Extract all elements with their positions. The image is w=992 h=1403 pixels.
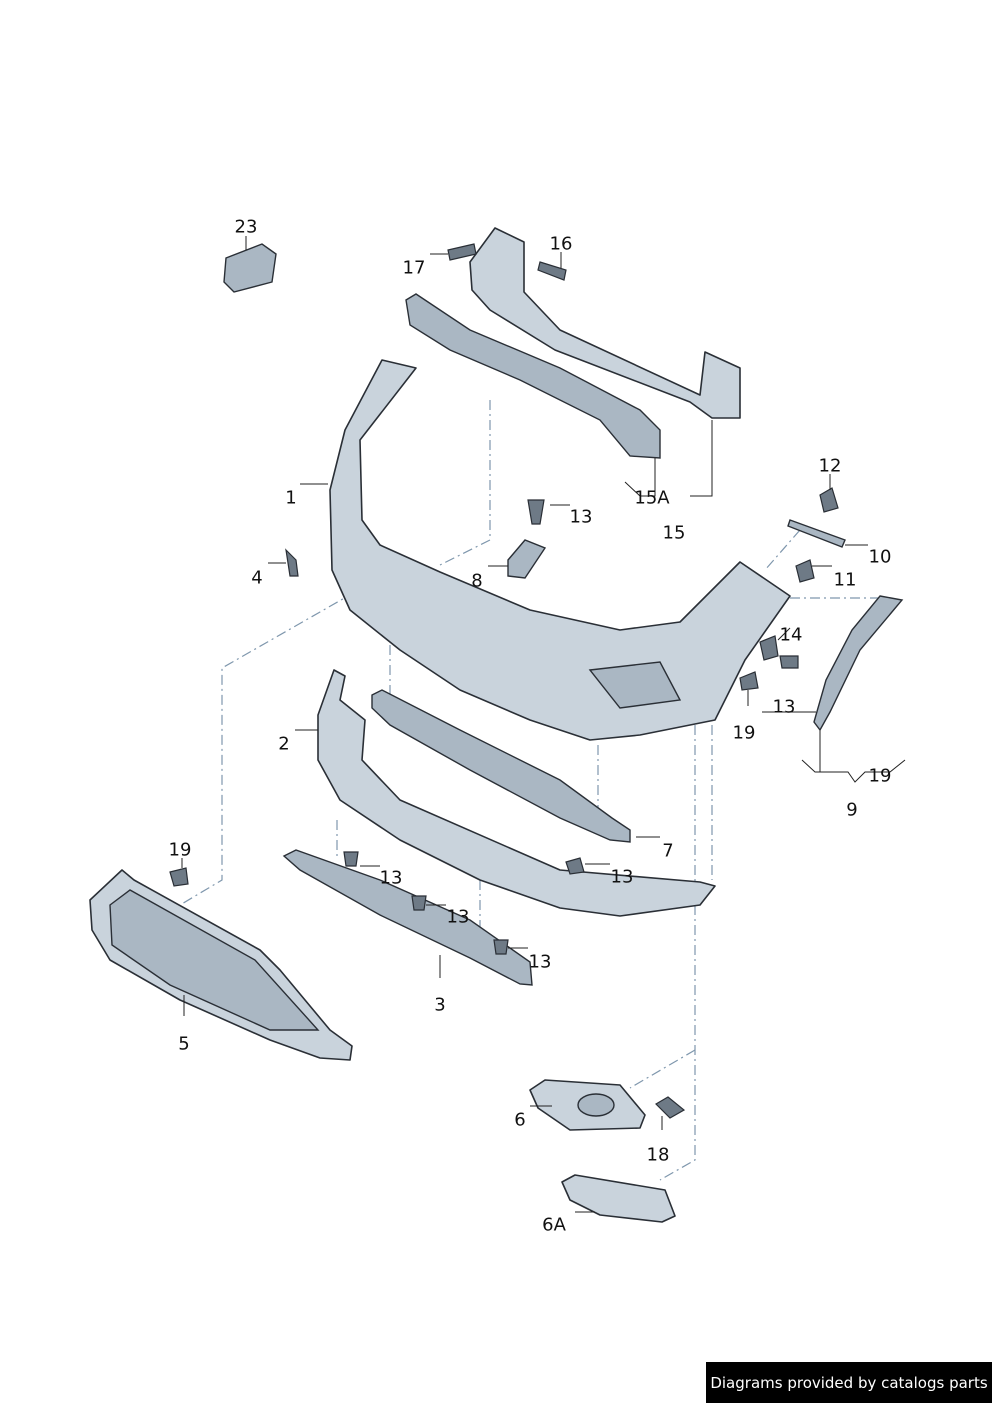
part-15a-absorber: [405, 293, 661, 459]
attribution-banner: Diagrams provided by catalogs parts: [706, 1362, 992, 1403]
assembly-lines: [179, 400, 880, 1181]
callout-12: 12: [818, 455, 842, 477]
callout-11: 11: [833, 569, 857, 591]
part-11-nut: [795, 559, 815, 583]
part-19-clip: [739, 671, 759, 691]
bolt-16: [537, 261, 567, 281]
part-14-bracket: [759, 635, 779, 661]
part-1-bumper-cover: [329, 359, 791, 741]
callout-15a: 15A: [634, 487, 670, 509]
bolts-13: [343, 499, 799, 955]
part-6-foglamp-ring: [577, 1093, 615, 1117]
callout-1: 1: [285, 487, 297, 509]
part-23-cover: [223, 243, 277, 293]
callout-9: 9: [846, 799, 858, 821]
callout-5: 5: [178, 1033, 190, 1055]
callout-23: 23: [234, 216, 258, 238]
part-19-clip-left: [169, 867, 189, 887]
callout-4: 4: [251, 567, 263, 589]
callout-19: 19: [868, 765, 892, 787]
part-10-strip: [787, 519, 846, 548]
callout-16: 16: [549, 233, 573, 255]
part-15-crossmember: [469, 227, 741, 419]
part-6a-grille: [561, 1174, 676, 1223]
callout-13: 13: [772, 696, 796, 718]
callout-13: 13: [528, 951, 552, 973]
callout-10: 10: [868, 546, 892, 568]
callout-7: 7: [662, 840, 674, 862]
callout-18: 18: [646, 1144, 670, 1166]
part-4-bracket: [285, 548, 299, 577]
callout-3: 3: [434, 994, 446, 1016]
callout-15: 15: [662, 522, 686, 544]
callout-6a: 6A: [542, 1214, 566, 1236]
callout-13: 13: [569, 506, 593, 528]
leader-lines: [181, 236, 906, 1213]
part-3-trim-strip: [282, 849, 533, 986]
part-7-bracket: [371, 689, 631, 843]
part-5-grille-mesh: [109, 889, 320, 1031]
callout-14: 14: [779, 624, 803, 646]
part-12-clip: [819, 487, 839, 513]
callout-19: 19: [732, 722, 756, 744]
callout-17: 17: [402, 257, 426, 279]
part-9-wheel-arch-trim: [813, 595, 904, 732]
callout-6: 6: [514, 1109, 526, 1131]
part-2-lower-spoiler: [317, 669, 716, 917]
callout-13: 13: [379, 867, 403, 889]
part-8-bracket: [507, 539, 547, 579]
part-18-clip: [655, 1096, 686, 1119]
part-1-foglamp-opening: [588, 661, 682, 709]
callout-2: 2: [278, 733, 290, 755]
callout-8: 8: [471, 570, 483, 592]
bolt-17: [447, 243, 477, 261]
callout-19: 19: [168, 839, 192, 861]
callout-13: 13: [446, 906, 470, 928]
callout-13: 13: [610, 866, 634, 888]
